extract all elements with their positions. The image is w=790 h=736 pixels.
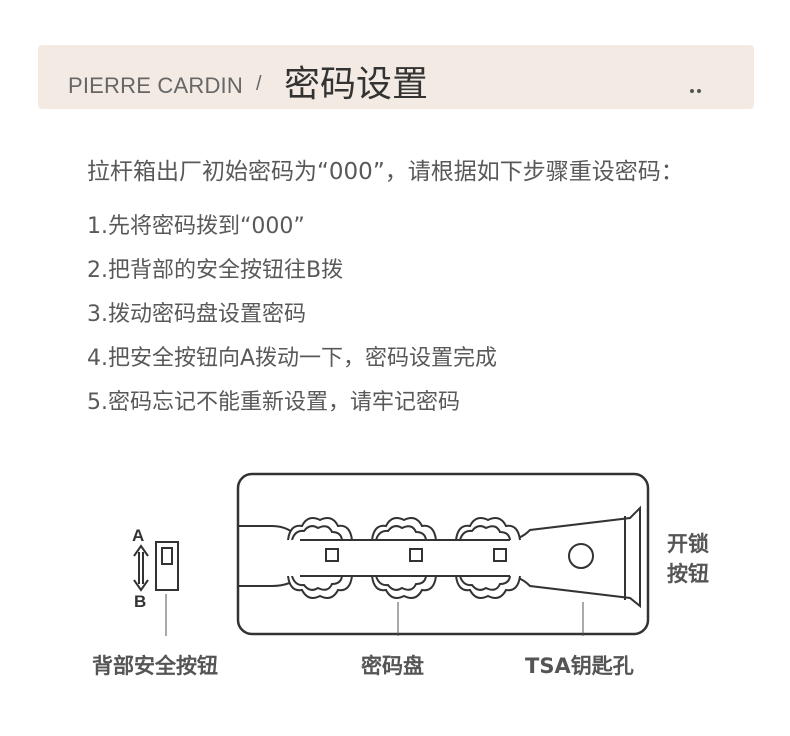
dial-window-3 — [493, 548, 507, 562]
step-item: 4.把安全按钮向A拨动一下，密码设置完成 — [87, 346, 498, 371]
brand-name: PIERRE CARDIN — [68, 73, 243, 98]
page-title: 密码设置 — [284, 64, 429, 105]
breadcrumb-separator: / — [256, 73, 262, 95]
step-item: 1.先将密码拨到“000” — [87, 214, 305, 239]
dial-wheel-1 — [287, 517, 353, 599]
tsa-keyhole-icon — [568, 543, 594, 569]
dial-wheel-2 — [371, 517, 437, 599]
double-arrow-icon — [133, 544, 149, 592]
step-item: 3.拨动密码盘设置密码 — [87, 302, 306, 327]
switch-label-a: A — [132, 526, 145, 545]
dial-wheel-3 — [455, 517, 521, 599]
dial-window-2 — [409, 548, 423, 562]
unlock-button-label: 开锁 — [667, 532, 709, 556]
dial-window-1 — [325, 548, 339, 562]
step-item: 2.把背部的安全按钮往B拨 — [87, 258, 344, 283]
tsa-keyhole-label: TSA钥匙孔 — [525, 654, 634, 678]
lock-diagram — [133, 472, 650, 636]
dial-label: 密码盘 — [361, 654, 424, 678]
steps-list: 1.先将密码拨到“000” 2.把背部的安全按钮往B拨 3.拨动密码盘设置密码 … — [87, 211, 497, 431]
step-item: 5.密码忘记不能重新设置，请牢记密码 — [87, 390, 460, 415]
intro-text: 拉杆箱出厂初始密码为“000”，请根据如下步骤重设密码： — [87, 159, 684, 185]
unlock-button-label-2: 按钮 — [667, 562, 709, 586]
more-dots-icon — [690, 89, 704, 95]
safety-button-label: 背部安全按钮 — [92, 654, 218, 678]
header-bar: PIERRE CARDIN / 密码设置 — [38, 45, 754, 109]
switch-label-b: B — [134, 592, 147, 611]
